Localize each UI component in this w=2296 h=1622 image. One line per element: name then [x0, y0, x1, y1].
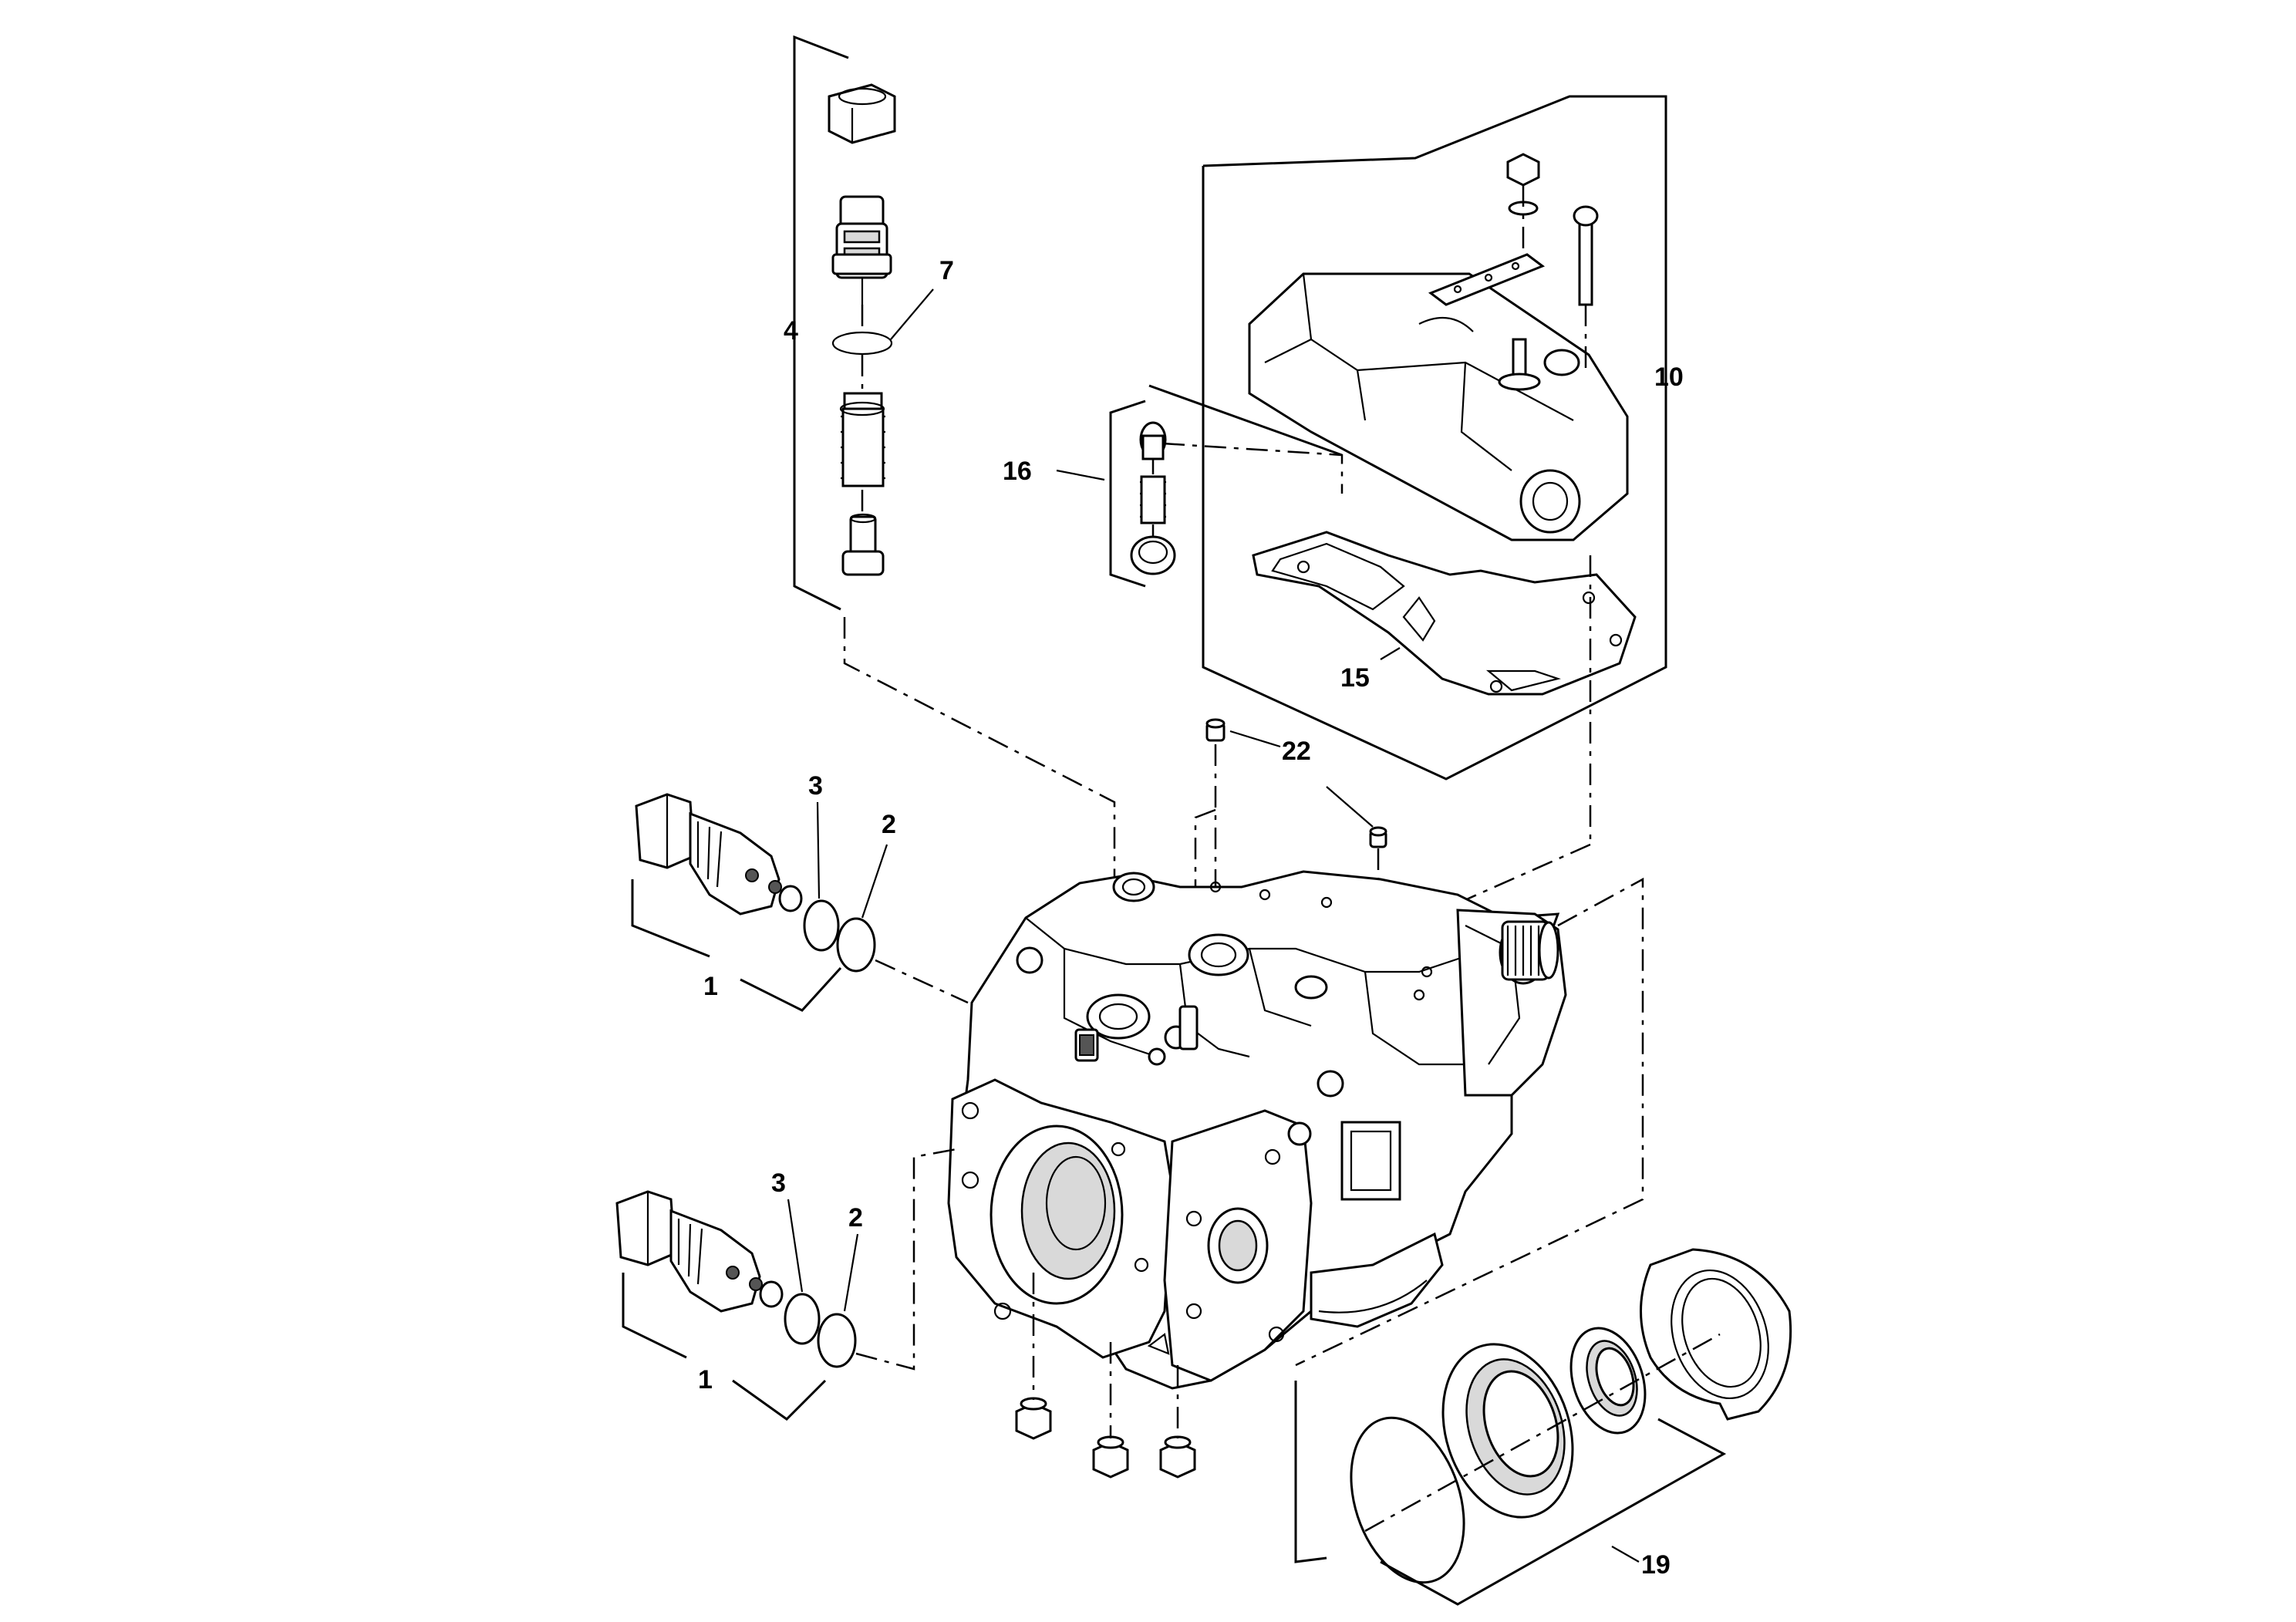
group-10-frame	[1202, 95, 1667, 781]
leader-2-upper	[861, 844, 888, 919]
leader-22-a	[1229, 730, 1281, 748]
plug-22-b	[1369, 826, 1387, 848]
poppet	[841, 513, 885, 576]
callout-4: 4	[784, 316, 798, 346]
plug-22-a	[1205, 718, 1226, 742]
splined-shaft	[1501, 920, 1559, 981]
o-ring-2-upper	[836, 917, 876, 973]
dash-16	[1162, 442, 1344, 494]
cartridge-valve-lower	[615, 1190, 857, 1368]
dash-19-frame	[1295, 877, 1644, 1367]
callout-2-lower: 2	[848, 1203, 863, 1233]
callout-16: 16	[1003, 457, 1032, 486]
spring	[839, 392, 885, 487]
regulator-cover	[1248, 153, 1629, 541]
group-4-bracket	[793, 35, 849, 611]
gasket-15	[1252, 531, 1637, 696]
group-16-check-valve	[1109, 400, 1176, 588]
bracket-1-lower-a	[622, 1273, 687, 1359]
group-16-top	[1148, 384, 1343, 457]
dash-22-c	[1194, 808, 1216, 887]
callout-3-upper: 3	[808, 771, 823, 801]
leader-3-upper	[816, 801, 821, 899]
o-ring-2-lower	[817, 1313, 857, 1368]
callout-22: 22	[1282, 737, 1311, 766]
o-ring-7	[831, 331, 893, 356]
bracket-1-upper-a	[631, 879, 710, 958]
cartridge-valve-upper	[635, 793, 876, 973]
leader-15	[1380, 647, 1401, 660]
leader-19	[1611, 1546, 1640, 1563]
seal-kit	[1350, 1248, 1792, 1584]
callout-3-lower: 3	[771, 1168, 786, 1198]
bottom-plug-2	[1092, 1435, 1129, 1479]
cap-nut	[828, 83, 896, 144]
bracket-1-lower-b	[732, 1379, 827, 1421]
group-19-bracket-a	[1294, 1381, 1327, 1563]
pump-housing	[947, 870, 1567, 1390]
o-ring-3-upper	[803, 899, 840, 952]
bracket-1-upper-b	[740, 966, 842, 1012]
leader-7	[890, 288, 934, 340]
leader-16	[1056, 469, 1105, 481]
bottom-plug-3	[1159, 1435, 1196, 1479]
callout-1-upper: 1	[703, 972, 718, 1001]
callout-7: 7	[939, 256, 954, 285]
callout-15: 15	[1340, 663, 1370, 693]
o-ring-3-lower	[784, 1293, 821, 1345]
group-16-bracket	[1109, 400, 1146, 588]
callout-10: 10	[1654, 363, 1684, 392]
leader-22-b	[1326, 786, 1374, 828]
leader-2-lower	[843, 1233, 859, 1312]
leader-3-lower	[787, 1199, 804, 1293]
callout-1-lower: 1	[698, 1365, 713, 1394]
dash-1-upper	[875, 959, 969, 1004]
group-4-valve-stack	[793, 35, 896, 611]
seal-o-ring	[1350, 1416, 1465, 1584]
dash-1-lower	[855, 1148, 957, 1371]
bottom-plug-1	[1015, 1397, 1052, 1440]
callout-2-upper: 2	[882, 810, 896, 839]
callout-19: 19	[1641, 1550, 1671, 1580]
adjuster-body	[831, 195, 892, 305]
dash-19-axis	[1364, 1333, 1721, 1533]
